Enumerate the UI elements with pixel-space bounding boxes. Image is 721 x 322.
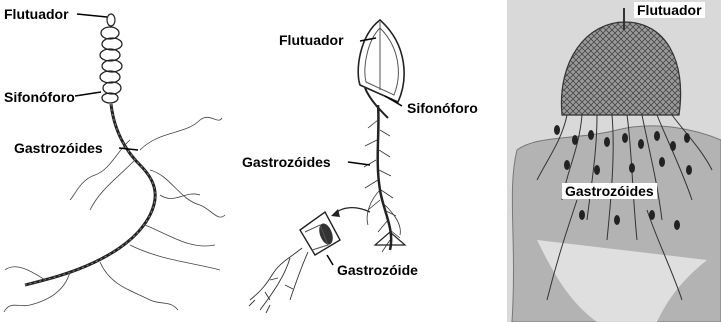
colony-drawing-1 — [0, 0, 230, 322]
gastrozooid-label: Gastrozóide — [337, 262, 418, 278]
float-label: Flutuador — [279, 32, 344, 48]
gastrozooids-label: Gastrozóides — [14, 140, 103, 156]
siphonophore-label: Sifonóforo — [4, 89, 75, 105]
float-label: Flutuador — [4, 6, 69, 22]
panel-siphonophore-photo: Flutuador Gastrozóides — [507, 0, 721, 322]
gastrozooids-label: Gastrozóides — [242, 154, 331, 170]
panel-siphonophore-colony: Flutuador Sifonóforo Gastrozóides — [0, 0, 230, 322]
float-label: Flutuador — [634, 2, 705, 18]
gastrozooids-label: Gastrozóides — [562, 183, 657, 199]
panel-siphonophore-detail: Flutuador Sifonóforo Gastrozóides Gastro… — [230, 0, 505, 322]
colony-drawing-3 — [507, 0, 721, 322]
siphonophore-label: Sifonóforo — [407, 100, 478, 116]
